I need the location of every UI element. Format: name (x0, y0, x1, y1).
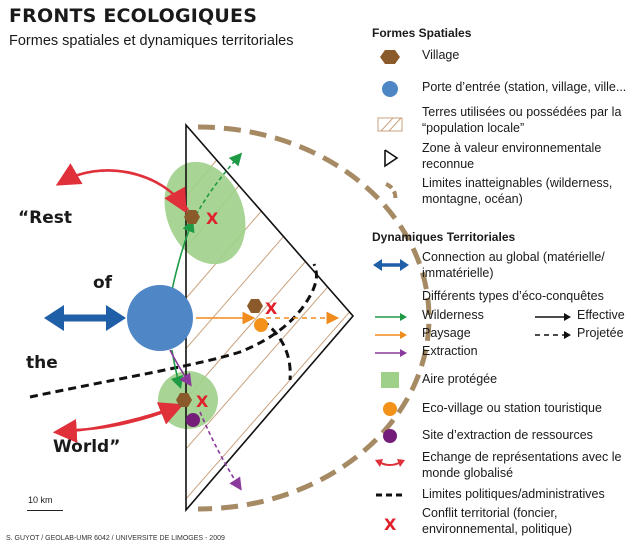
wilderness-effective-arrow (171, 219, 195, 291)
legend-paysage-label: Paysage (422, 326, 471, 340)
legend-eco-conquests-label: Différents types d’éco-conquêtes (422, 289, 604, 303)
extraction-site-marker (186, 413, 200, 427)
legend-projected-label: Projetée (577, 326, 624, 340)
conflict-mark-north: X (206, 209, 219, 228)
legend-local-lands-icon (377, 117, 403, 132)
political-limit-line (29, 263, 318, 399)
legend-dynamics-header: Dynamiques Territoriales (372, 230, 516, 244)
legend-local-lands-label: Terres utilisées ou possédées par la “po… (422, 105, 622, 135)
legend-global-connection-icon (373, 259, 409, 271)
legend-eco-village-label: Eco-village ou station touristique (422, 401, 602, 415)
village-south (176, 393, 192, 407)
legend-unreachable-icon (385, 182, 398, 202)
legend-exchange-label: Echange de représentations avec le monde… (422, 450, 622, 480)
legend-gateway-icon (382, 81, 398, 97)
wilderness-projected-arrow (195, 152, 243, 216)
rest-label: “Rest (18, 208, 73, 228)
legend-unreachable-label: Limites inatteignables (wilderness, mont… (422, 176, 613, 206)
legend-gateway-label: Porte d’entrée (station, village, ville.… (422, 80, 627, 94)
legend-global-connection-label: Connection au global (matérielle/ immaté… (422, 250, 605, 280)
legend: Formes Spatiales Village Porte d’entrée … (369, 0, 638, 549)
page-subtitle: Formes spatiales et dynamiques territori… (9, 33, 294, 49)
legend-spatial-header: Formes Spatiales (372, 26, 472, 40)
page-title: FRONTS ECOLOGIQUES (9, 5, 258, 27)
conflict-mark-south: X (196, 392, 209, 411)
legend-extraction-arrow-icon (375, 349, 407, 357)
legend-env-zone-icon (384, 149, 399, 168)
legend-wilderness-arrow-icon (375, 313, 407, 321)
legend-env-zone-label: Zone à valeur environnementale reconnue (422, 141, 602, 171)
legend-extraction-site-icon (383, 429, 397, 443)
legend-village-label: Village (422, 48, 460, 62)
legend-effective-label: Effective (577, 308, 625, 322)
legend-extraction-site-label: Site d’extraction de ressources (422, 428, 593, 442)
gateway-circle (127, 285, 193, 351)
legend-extraction-label: Extraction (422, 344, 478, 358)
legend-effective-arrow-icon (535, 313, 571, 321)
the-label: the (26, 353, 58, 373)
legend-protected-area-icon (381, 372, 399, 388)
village-north (184, 210, 200, 224)
scale-bar (27, 510, 63, 511)
of-label: of (93, 273, 113, 293)
eco-village-marker (254, 318, 268, 332)
legend-conflict-label: Conflit territorial (foncier, environnem… (422, 506, 573, 536)
legend-political-limits-label: Limites politiques/administratives (422, 487, 605, 501)
credit-text: S. GUYOT / GEOLAB-UMR 6042 / UNIVERSITE … (6, 535, 225, 542)
global-connection-arrow (44, 305, 126, 331)
extraction-effective-arrow (169, 349, 192, 387)
village-center (247, 299, 263, 313)
legend-village-icon (380, 50, 400, 64)
legend-paysage-arrow-icon (375, 331, 407, 339)
legend-projected-arrow-icon (535, 331, 571, 339)
extraction-projected-arrow (199, 411, 242, 491)
unreachable-limit-arc (197, 124, 432, 512)
legend-eco-village-icon (383, 402, 397, 416)
scale-label: 10 km (28, 495, 53, 505)
wilderness-effective-arrow-south (170, 349, 184, 390)
legend-wilderness-label: Wilderness (422, 308, 484, 322)
legend-exchange-icon (375, 459, 405, 467)
protected-area-north (164, 161, 246, 265)
legend-protected-area-label: Aire protégée (422, 372, 498, 386)
exchange-arrow-south-back (67, 402, 184, 432)
svg-text:X: X (384, 515, 397, 534)
legend-political-limits-icon (376, 493, 406, 497)
legend-conflict-icon: X (384, 515, 397, 534)
world-label: World” (53, 437, 121, 457)
conflict-mark-center: X (265, 299, 278, 318)
exchange-arrow-north-back (69, 169, 187, 214)
